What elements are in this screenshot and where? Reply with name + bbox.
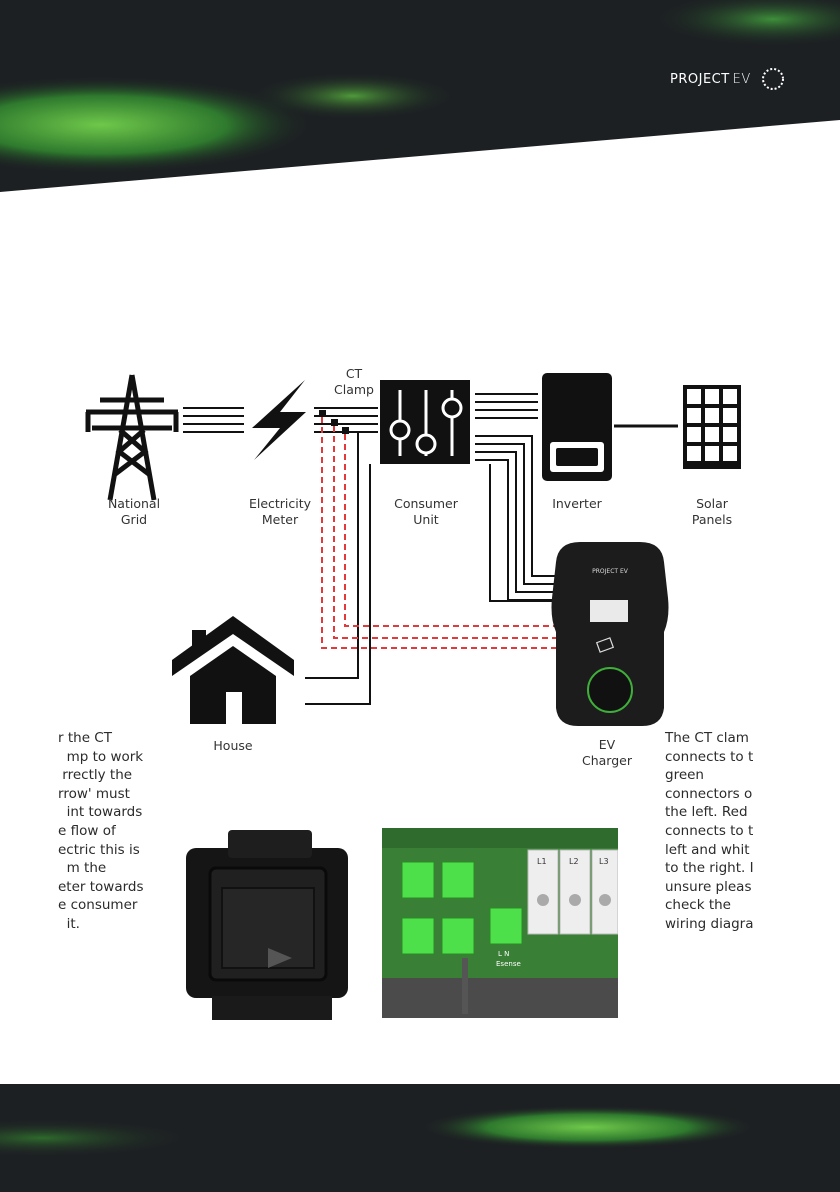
arrow-icon [268, 948, 292, 968]
brand-suffix: EV [732, 72, 751, 87]
ct-clamp-label: CT Clamp [334, 366, 374, 397]
svg-text:PROJECT EV: PROJECT EV [592, 568, 629, 575]
terminal-board-photo: L1 L2 L3 L N Esense [382, 828, 618, 1018]
ct-direction-note: r the CT mp to work rrectly the rrow' mu… [58, 730, 144, 932]
terminal-label-l3: L3 [599, 857, 609, 866]
node-label-meter: Electricity Meter [248, 496, 312, 527]
terminal-label-l2: L2 [569, 857, 579, 866]
pylon-icon [85, 374, 179, 501]
node-label-consumer: Consumer Unit [394, 496, 458, 527]
ev-charger-icon: PROJECT EV [551, 542, 669, 726]
terminal-label-l1: L1 [537, 857, 547, 866]
terminal-label-ln: L N [498, 950, 509, 958]
node-label-charger: EV Charger [582, 737, 632, 768]
terminal-label-esense: Esense [496, 960, 521, 968]
header-banner [0, 0, 840, 192]
lightning-icon [252, 380, 306, 460]
footer-banner [0, 1084, 840, 1192]
node-label-grid: National Grid [107, 496, 161, 527]
wiring-diagram: PROJECT EV [85, 373, 741, 726]
brand-name: PROJECT [670, 72, 730, 87]
ct-connection-note: The CT clam connects to t green connecto… [665, 730, 754, 932]
solar-panel-icon [683, 385, 741, 469]
node-label-house: House [213, 738, 253, 753]
ct-clamp-photo [180, 828, 354, 1024]
node-label-inverter: Inverter [552, 496, 602, 511]
logo-ring-icon [762, 68, 784, 90]
inverter-icon [542, 373, 612, 481]
consumer-unit-icon [380, 380, 470, 464]
node-label-solar: Solar Panels [691, 496, 733, 527]
house-icon [172, 616, 294, 724]
